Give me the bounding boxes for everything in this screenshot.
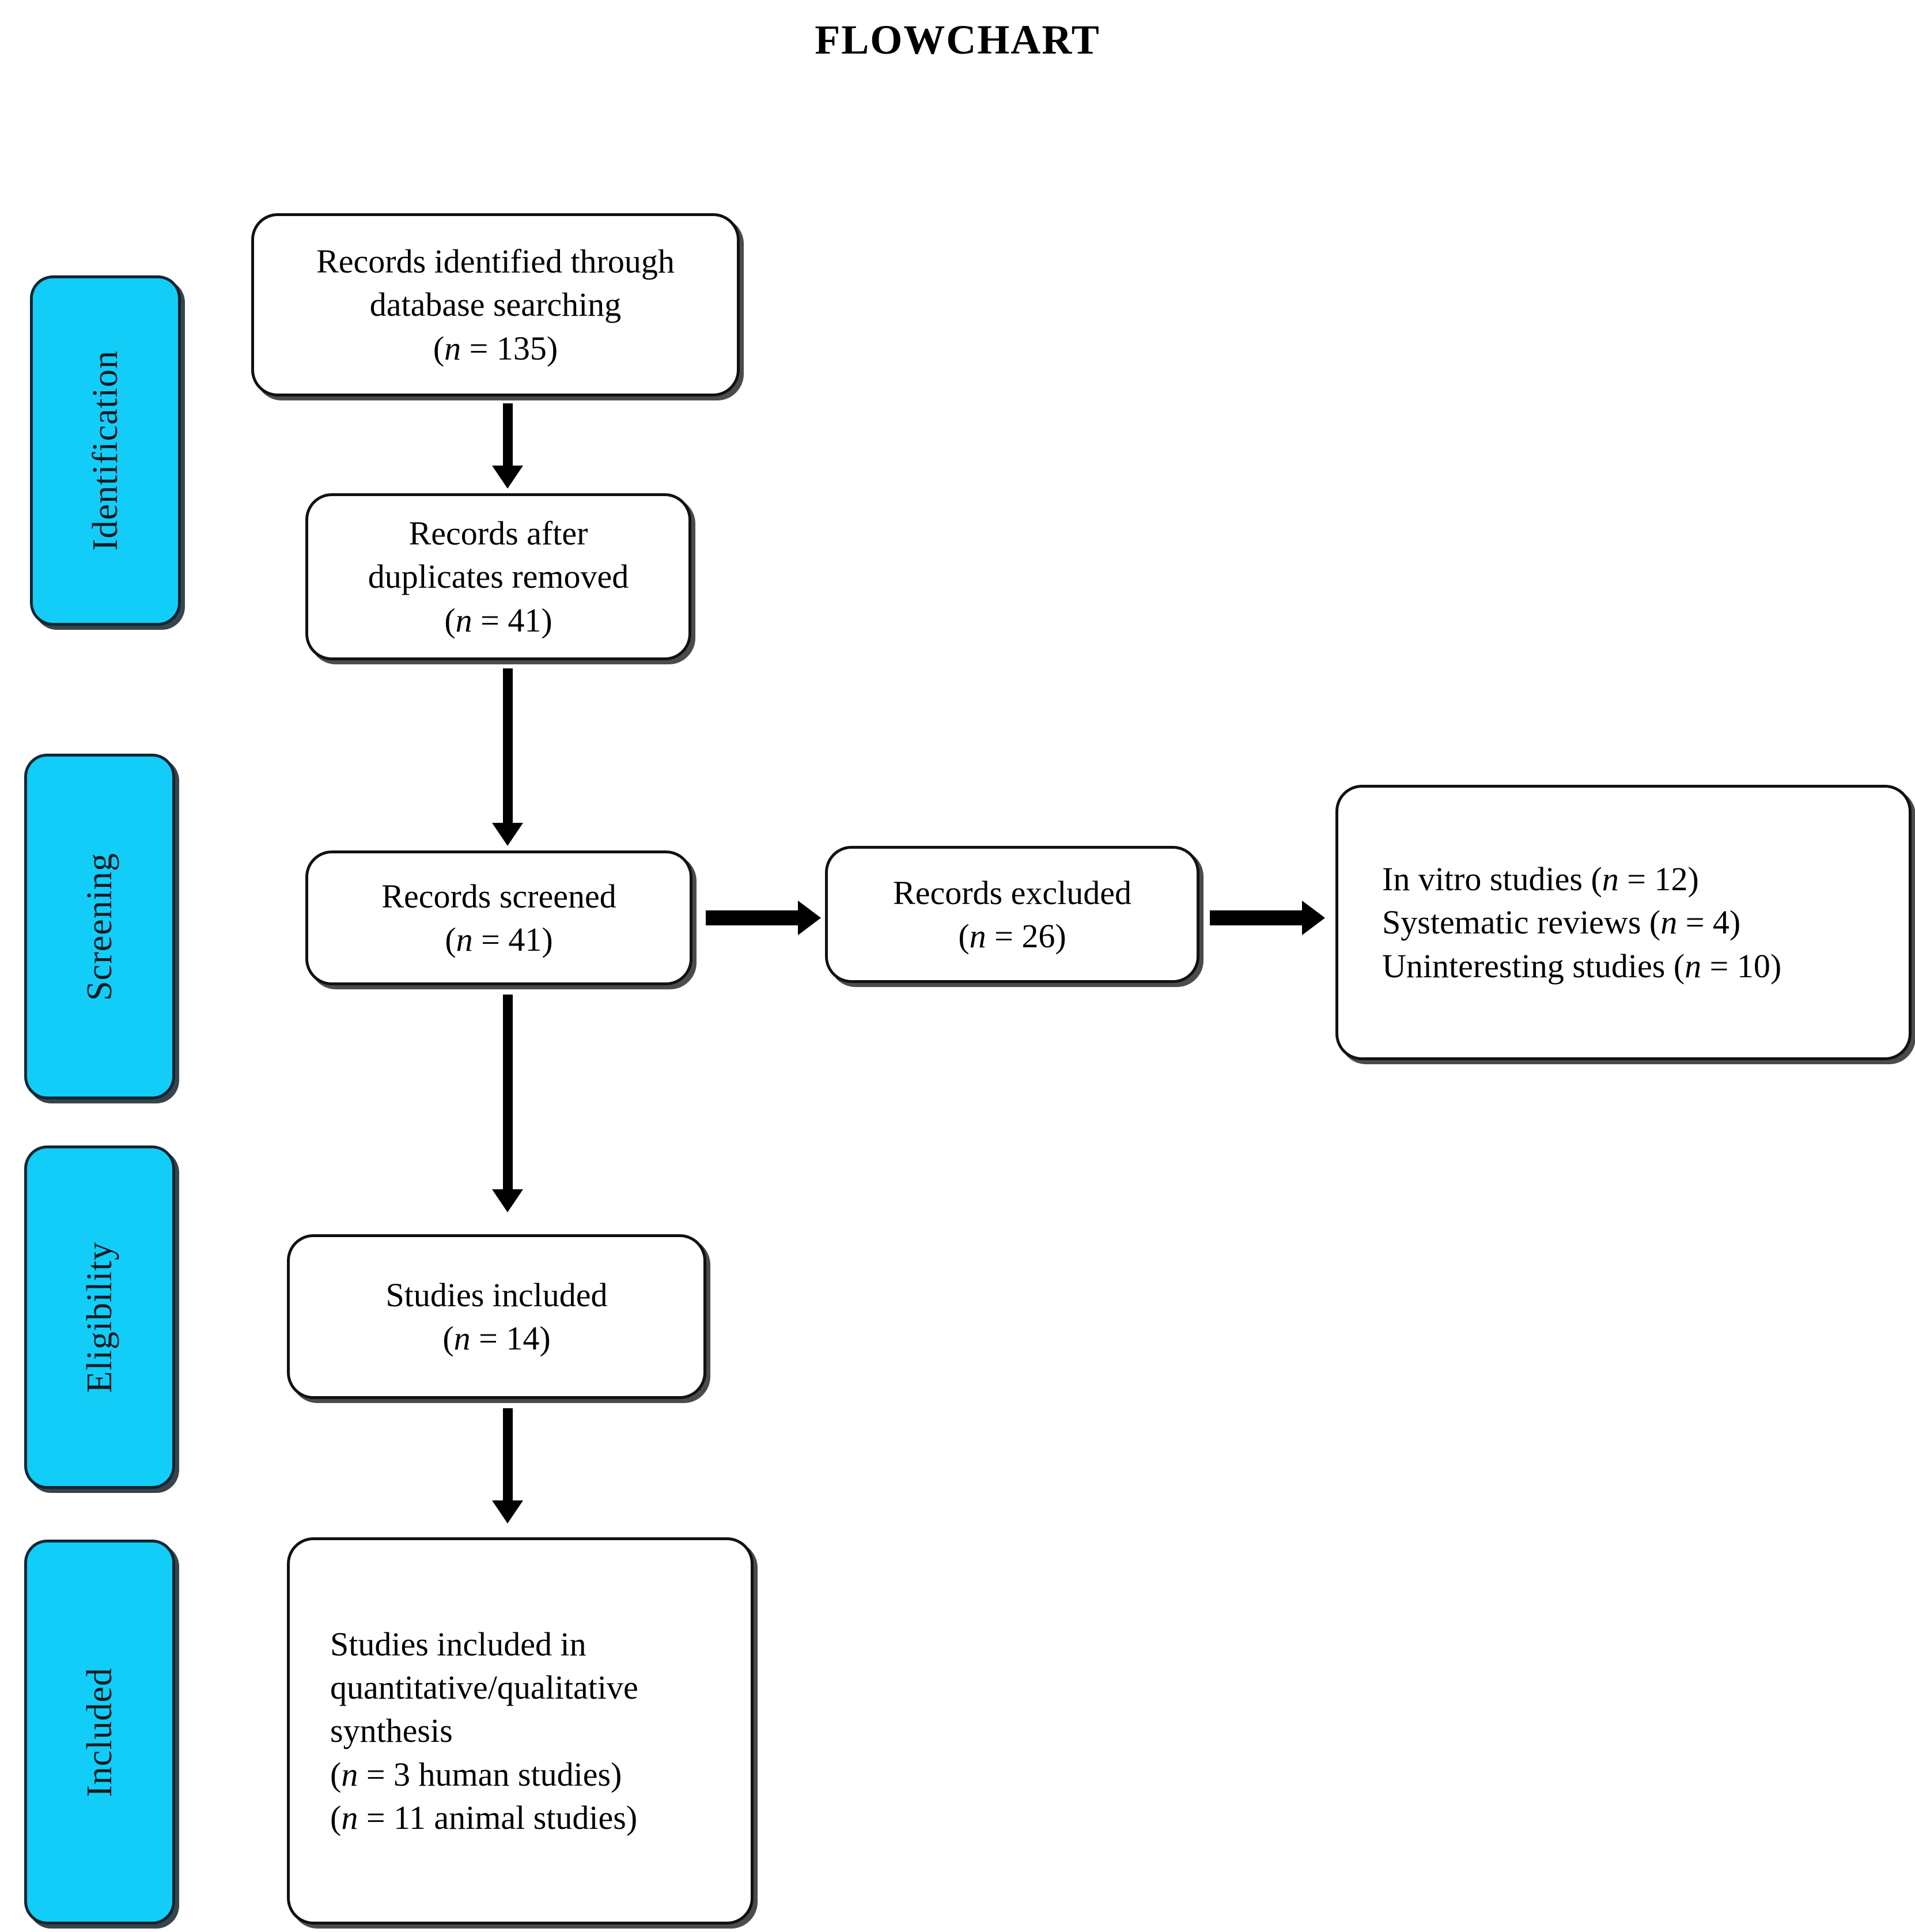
node-records-identified: Records identified through database sear… [251, 213, 740, 396]
arrow-excluded-to-reasons [1210, 900, 1325, 936]
node-records-after-duplicates-text: Records after duplicates removed (n = 41… [368, 512, 629, 642]
arrow-screened-to-studies-included [491, 995, 524, 1212]
arrow-shaft [1210, 910, 1303, 925]
stage-label-included-text: Included [80, 1667, 119, 1797]
stage-label-eligibility: Eligibility [24, 1145, 175, 1489]
node-line: database searching [369, 286, 622, 324]
reason-count: = 12) [1618, 860, 1699, 898]
node-count: (n = 135) [433, 329, 558, 367]
node-line: Records identified through [316, 242, 675, 280]
node-line: synthesis [330, 1712, 453, 1750]
node-count: (n = 26) [958, 917, 1066, 955]
reason-line: In vitro studies (n = 12) [1382, 857, 1781, 901]
italic-n: n [1685, 947, 1702, 985]
stage-label-screening: Screening [24, 754, 175, 1099]
italic-n: n [456, 921, 473, 958]
stage-label-screening-text: Screening [80, 852, 119, 1001]
stage-label-identification-text: Identification [85, 350, 125, 551]
arrow-head [492, 466, 523, 489]
italic-n: n [341, 1799, 358, 1837]
reason-label: Systematic reviews ( [1382, 903, 1661, 942]
arrow-head [492, 1500, 523, 1523]
node-count: (n = 14) [442, 1319, 551, 1357]
node-records-excluded-text: Records excluded (n = 26) [893, 871, 1131, 958]
node-line: Studies included in [330, 1625, 586, 1663]
italic-n: n [341, 1755, 358, 1793]
node-count-value: = 41) [472, 921, 553, 958]
arrow-head [798, 901, 821, 935]
node-line: Records excluded [893, 874, 1131, 912]
stage-label-included: Included [24, 1540, 175, 1925]
node-records-after-duplicates: Records after duplicates removed (n = 41… [305, 493, 691, 660]
reason-label: In vitro studies ( [1382, 860, 1602, 898]
node-line: Studies included [385, 1276, 608, 1314]
arrow-shaft [502, 668, 513, 824]
node-records-identified-text: Records identified through database sear… [316, 240, 675, 370]
node-line: duplicates removed [368, 558, 629, 596]
stage-label-identification: Identification [30, 275, 181, 626]
node-records-screened: Records screened (n = 41) [305, 850, 692, 985]
page-title: FLOWCHART [815, 17, 1100, 63]
arrow-shaft [502, 1408, 513, 1502]
node-count-value: = 135) [461, 329, 558, 367]
node-exclusion-reasons: In vitro studies (n = 12) Systematic rev… [1335, 785, 1912, 1060]
italic-n: n [455, 601, 472, 639]
arrow-shaft [502, 995, 513, 1190]
arrow-head [492, 823, 523, 846]
reason-label: Uninteresting studies ( [1382, 947, 1685, 985]
arrow-shaft [502, 403, 513, 467]
node-count-value: = 3 human studies) [358, 1755, 622, 1793]
arrow-shaft [706, 910, 799, 925]
node-count: (n = 41) [445, 921, 553, 958]
node-synthesis-text: Studies included in quantitative/qualita… [330, 1623, 638, 1840]
node-line: quantitative/qualitative [330, 1668, 638, 1706]
node-count: (n = 41) [444, 601, 552, 639]
node-count: (n = 3 human studies) [330, 1755, 622, 1793]
reason-count: = 10) [1701, 947, 1782, 985]
reason-line: Uninteresting studies (n = 10) [1382, 944, 1781, 988]
arrow-studies-included-to-synthesis [491, 1408, 524, 1523]
reason-line: Systematic reviews (n = 4) [1382, 901, 1781, 944]
italic-n: n [444, 329, 461, 367]
arrow-duplicates-to-screened [491, 668, 524, 846]
stage-label-eligibility-text: Eligibility [80, 1241, 119, 1393]
node-studies-included: Studies included (n = 14) [287, 1234, 706, 1399]
italic-n: n [969, 917, 986, 955]
italic-n: n [453, 1319, 471, 1357]
node-count: (n = 11 animal studies) [330, 1799, 638, 1837]
italic-n: n [1602, 860, 1619, 898]
reason-count: = 4) [1677, 903, 1741, 942]
node-count-value: = 14) [470, 1319, 551, 1357]
arrow-identified-to-duplicates [491, 403, 524, 489]
italic-n: n [1660, 903, 1678, 942]
node-records-excluded: Records excluded (n = 26) [825, 846, 1199, 983]
node-synthesis: Studies included in quantitative/qualita… [287, 1537, 754, 1925]
node-line: Records screened [381, 877, 616, 915]
node-line: Records after [408, 514, 588, 552]
node-count-value: = 26) [986, 917, 1066, 955]
node-exclusion-reasons-text: In vitro studies (n = 12) Systematic rev… [1382, 857, 1781, 988]
arrow-screened-to-excluded [706, 900, 821, 936]
arrow-head [492, 1189, 523, 1212]
node-count-value: = 41) [472, 601, 552, 639]
node-records-screened-text: Records screened (n = 41) [381, 875, 616, 962]
arrow-head [1302, 901, 1325, 935]
node-studies-included-text: Studies included (n = 14) [385, 1273, 607, 1360]
node-count-value: = 11 animal studies) [358, 1799, 638, 1837]
